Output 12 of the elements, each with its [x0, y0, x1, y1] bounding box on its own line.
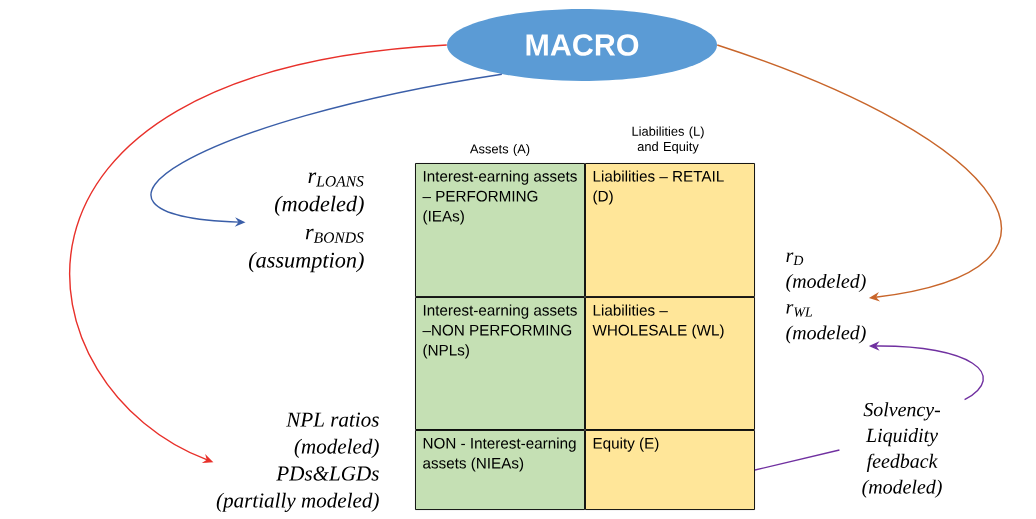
- annotation-text: r$_{LOANS}$ (modeled) r$_{BONDS}$ (assumption): [248, 172, 364, 273]
- table-cell: Liabilities – RETAIL (D): [585, 163, 755, 298]
- table-cell: Interest-earning assets –NON PERFORMING (NPLs): [415, 297, 585, 430]
- annotation-text: Solvency-Liquidity feedback (modeled): [862, 402, 942, 498]
- arrow: [69, 44, 448, 463]
- table-cell: Interest-earning assets – PERFORMING (IEAs): [415, 163, 585, 298]
- table-cell: Liabilities – WHOLESALE (WL): [585, 297, 755, 430]
- table-cell: NON - Interest-earning assets (NIEAs): [415, 430, 585, 511]
- annotation-text: r$_{D}$ (modeled) r$_{WL}$ (modeled): [786, 252, 866, 344]
- arrow: [716, 44, 1002, 302]
- table-cell: Equity (E): [585, 430, 755, 511]
- annotation-text: NPL ratios (modeled) PDs&LGDs (partially modeled): [216, 412, 379, 512]
